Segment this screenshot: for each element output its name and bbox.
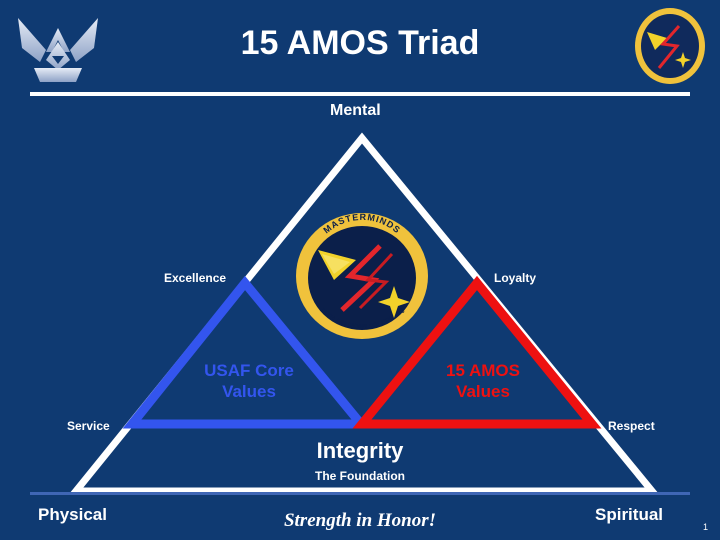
- title-divider: [30, 92, 690, 96]
- integrity-subtitle: The Foundation: [315, 469, 405, 483]
- vertex-label-mental: Mental: [330, 102, 381, 119]
- integrity-title: Integrity: [316, 438, 404, 463]
- amos-title-line2: Values: [456, 382, 510, 401]
- label-excellence: Excellence: [164, 271, 227, 285]
- bottom-divider: [30, 492, 690, 495]
- vertex-label-spiritual: Spiritual: [595, 505, 664, 524]
- label-service: Service: [67, 419, 110, 433]
- label-loyalty: Loyalty: [494, 271, 537, 285]
- label-respect: Respect: [608, 419, 655, 433]
- usaf-core-values-title: USAF Core Values: [189, 360, 309, 402]
- page-number: 1: [702, 522, 708, 532]
- usaf-core-values-triangle: [122, 275, 371, 429]
- usaf-title-line2: Values: [222, 382, 276, 401]
- amos-title-line1: 15 AMOS: [445, 361, 520, 380]
- amos-values-triangle: [352, 275, 602, 429]
- squadron-emblem-small-icon: [635, 8, 705, 84]
- usaf-title-line1: USAF Core: [204, 361, 294, 380]
- page-title: 15 AMOS Triad: [240, 24, 480, 62]
- air-force-symbol-icon: [18, 18, 98, 82]
- squadron-emblem-icon: MASTERMINDS 15TH AIR MOBILITY OPS SQ: [296, 212, 428, 339]
- vertex-label-physical: Physical: [38, 505, 107, 524]
- amos-values-title: 15 AMOS Values: [423, 360, 543, 402]
- motto: Strength in Honor!: [283, 510, 437, 531]
